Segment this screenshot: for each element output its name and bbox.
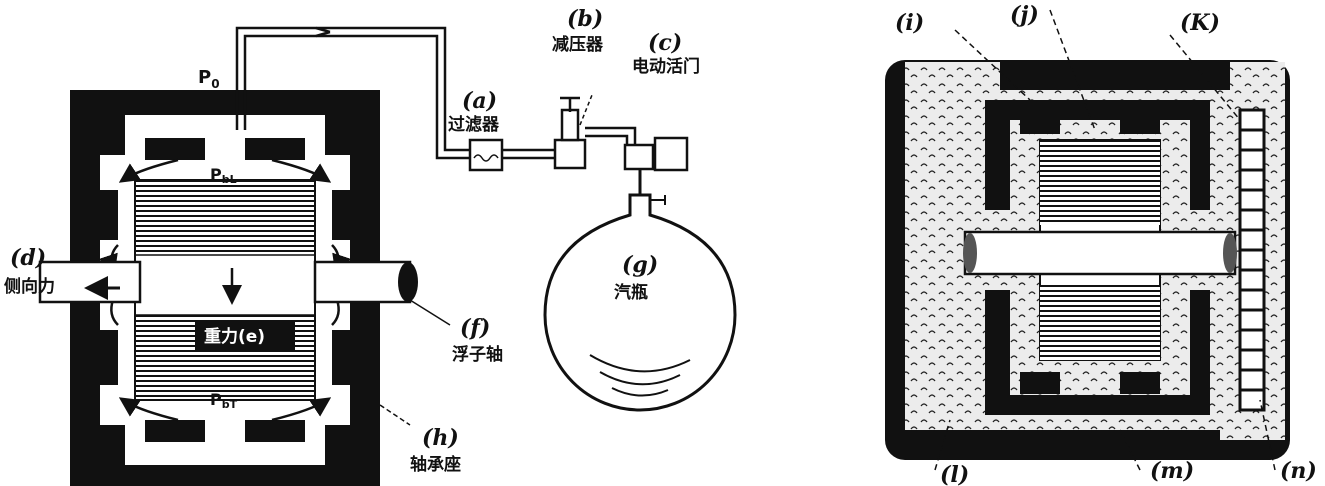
leader-l (934, 419, 951, 471)
label-e-text: 重力(e) (204, 326, 265, 347)
float-cylinder (134, 179, 316, 401)
leader-n (1259, 399, 1276, 471)
gas-bottle (543, 193, 737, 412)
pressure-reducer (553, 96, 587, 170)
label-m-tag: (m) (1150, 458, 1194, 484)
label-d-text: 侧向力 (4, 276, 55, 297)
label-a-tag: (a) (462, 88, 497, 114)
right-shaft (963, 230, 1237, 276)
label-c-text: 电动活门 (632, 56, 700, 77)
label-l-tag: (l) (940, 462, 969, 486)
p0-label: P0 (198, 67, 220, 91)
leader-b (579, 94, 593, 126)
label-n-tag: (n) (1280, 458, 1317, 484)
label-j-tag: (j) (1010, 2, 1039, 28)
label-d-tag: (d) (10, 245, 46, 271)
leader-f (409, 299, 451, 326)
leader-j (1049, 9, 1096, 131)
pbt-label: PbT (210, 390, 238, 411)
left-figure: P0 PbL PbT (a) 过滤器 (b) 减压器 (c) 电动活门 (d) … (4, 6, 737, 486)
gravity-label-box (195, 322, 295, 350)
leader-i (954, 29, 1031, 101)
label-i-tag: (i) (895, 10, 924, 36)
leader-m (1119, 429, 1141, 471)
label-b-text: 减压器 (552, 34, 604, 55)
label-c-tag: (c) (648, 30, 682, 56)
electric-valve (623, 136, 689, 205)
label-h-text: 轴承座 (410, 454, 461, 475)
right-figure: (i) (j) (K) (l) (m) (n) (885, 2, 1317, 486)
label-f-tag: (f) (460, 315, 490, 341)
heater-coil (1238, 108, 1266, 412)
label-g-tag: (g) (622, 252, 658, 278)
label-k-tag: (K) (1180, 10, 1220, 36)
label-a-text: 过滤器 (448, 114, 500, 135)
leader-h (379, 404, 411, 426)
label-f-text: 浮子轴 (452, 344, 503, 365)
label-h-tag: (h) (422, 425, 459, 451)
label-b-tag: (b) (567, 6, 603, 32)
leader-k (1169, 34, 1241, 121)
pbl-label: PbL (210, 165, 237, 186)
supply-pipe (235, 26, 470, 160)
filter-device (468, 138, 504, 172)
label-g-text: 汽瓶 (614, 282, 648, 303)
